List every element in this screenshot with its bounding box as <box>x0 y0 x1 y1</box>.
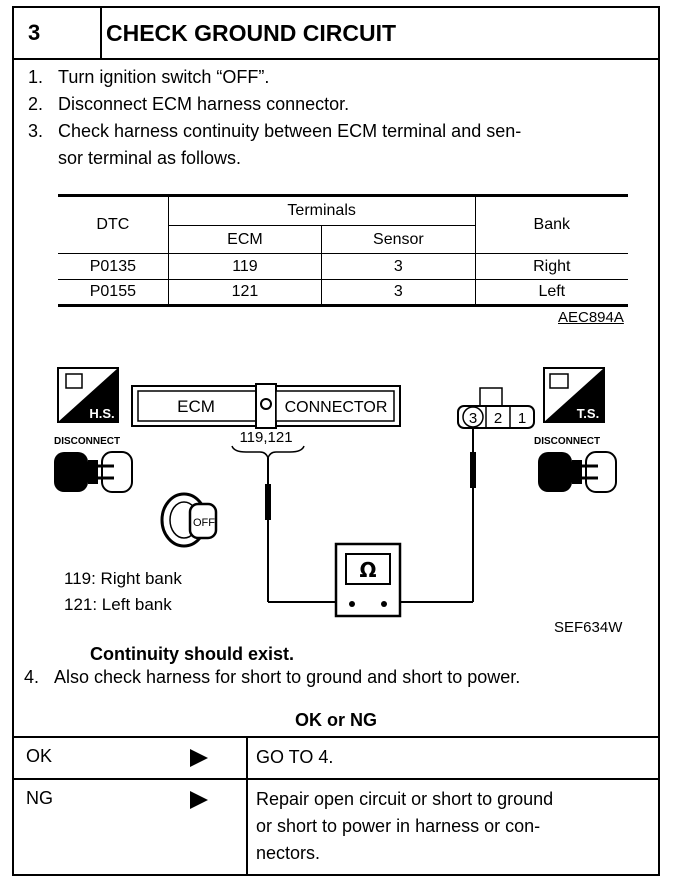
ng-arrow-icon <box>190 791 208 809</box>
diagram-figure-ref: SEF634W <box>554 619 623 636</box>
ohm-symbol: Ω <box>359 558 376 582</box>
bank-note-right: 119: Right bank <box>64 569 182 588</box>
ok-row: OK GO TO 4. <box>14 736 658 778</box>
hs-badge-icon: H.S. <box>57 367 119 423</box>
table-row: P0155 121 3 Left <box>58 279 628 306</box>
hs-label: H.S. <box>89 406 114 421</box>
step-4: 4. Also check harness for short to ground… <box>24 664 520 691</box>
continuity-table: DTC Terminals Bank ECM Sensor P0135 119 … <box>58 194 628 307</box>
ng-result-line: Repair open circuit or short to ground <box>256 789 554 809</box>
connector-label: CONNECTOR <box>285 399 388 416</box>
step-4-text: Also check harness for short to ground a… <box>54 667 521 687</box>
off-label: OFF <box>193 517 215 529</box>
ok-result: GO TO 4. <box>256 747 334 767</box>
ecm-cell: 121 <box>167 279 322 306</box>
col-bank-header: Bank <box>474 194 628 254</box>
ground-check-diagram: H.S. DISCONNECT ECM CONNECTOR 119,121 <box>54 367 623 636</box>
ng-result-line: or short to power in harness or con- <box>256 816 541 836</box>
bank-cell: Right <box>474 253 628 280</box>
step-header: 3 CHECK GROUND CIRCUIT <box>14 8 658 60</box>
ts-label: T.S. <box>577 406 599 421</box>
ecm-terminals-label: 119,121 <box>239 429 292 446</box>
disconnect-label-right: DISCONNECT <box>534 436 600 447</box>
table-row: P0135 119 3 Right <box>58 253 628 280</box>
col-terminals-header: Terminals <box>167 194 476 226</box>
step-title: CHECK GROUND CIRCUIT <box>106 20 397 46</box>
sensor-pin-1: 1 <box>518 410 526 427</box>
procedure-frame: 3 CHECK GROUND CIRCUIT 1. Turn ignition s… <box>12 6 660 876</box>
ok-arrow-icon <box>190 749 208 767</box>
step-3-number: 3. <box>28 121 44 141</box>
col-sensor-header: Sensor <box>321 225 476 254</box>
bank-cell: Left <box>474 279 628 306</box>
step-2: 2. Disconnect ECM harness connector. <box>28 91 349 118</box>
ecm-cell: 119 <box>167 253 322 280</box>
step-1-text: Turn ignition switch “OFF”. <box>58 67 270 87</box>
col-ecm-header: ECM <box>167 225 322 254</box>
step-3-text: Check harness continuity between ECM ter… <box>58 121 522 141</box>
dtc-cell: P0135 <box>89 257 136 275</box>
continuity-note: Continuity should exist. <box>90 644 295 664</box>
sensor-pin-3: 3 <box>469 410 477 427</box>
ok-or-ng-title: OK or NG <box>294 710 377 730</box>
ignition-key-icon: OFF <box>160 492 218 548</box>
ng-row: NG Repair open circuit or short to groun… <box>14 778 658 876</box>
ts-badge-icon: T.S. <box>543 367 605 423</box>
ng-label: NG <box>26 788 53 808</box>
step-2-number: 2. <box>28 94 44 114</box>
step-3-continued: sor terminal as follows. <box>58 148 242 168</box>
sensor-pin-2: 2 <box>494 410 502 427</box>
disconnect-connector-icon-right <box>538 451 617 493</box>
step-2-text: Disconnect ECM harness connector. <box>58 94 350 114</box>
dtc-cell: P0155 <box>89 283 136 300</box>
step-number: 3 <box>14 8 102 58</box>
sensor-connector: 3 2 1 <box>457 387 535 429</box>
step-3: 3. Check harness continuity between ECM t… <box>28 118 521 145</box>
sensor-cell: 3 <box>321 279 476 306</box>
table-figure-ref: AEC894A <box>558 309 624 326</box>
ohmmeter-icon: Ω <box>334 542 402 618</box>
ok-label: OK <box>26 746 53 766</box>
col-dtc-header: DTC <box>58 194 169 254</box>
step-1-number: 1. <box>28 67 44 87</box>
disconnect-label-left: DISCONNECT <box>54 436 120 447</box>
bank-note-left: 121: Left bank <box>64 595 172 614</box>
ecm-connector: ECM CONNECTOR <box>131 383 401 429</box>
ecm-label: ECM <box>177 397 215 416</box>
ok-divider <box>246 738 248 778</box>
step-1: 1. Turn ignition switch “OFF”. <box>28 64 269 91</box>
ng-divider <box>246 780 248 876</box>
step-4-number: 4. <box>24 667 40 687</box>
ng-result-line: nectors. <box>256 843 321 863</box>
disconnect-connector-icon-left <box>54 451 133 493</box>
ng-result: Repair open circuit or short to ground o… <box>256 786 553 867</box>
sensor-cell: 3 <box>321 253 476 280</box>
